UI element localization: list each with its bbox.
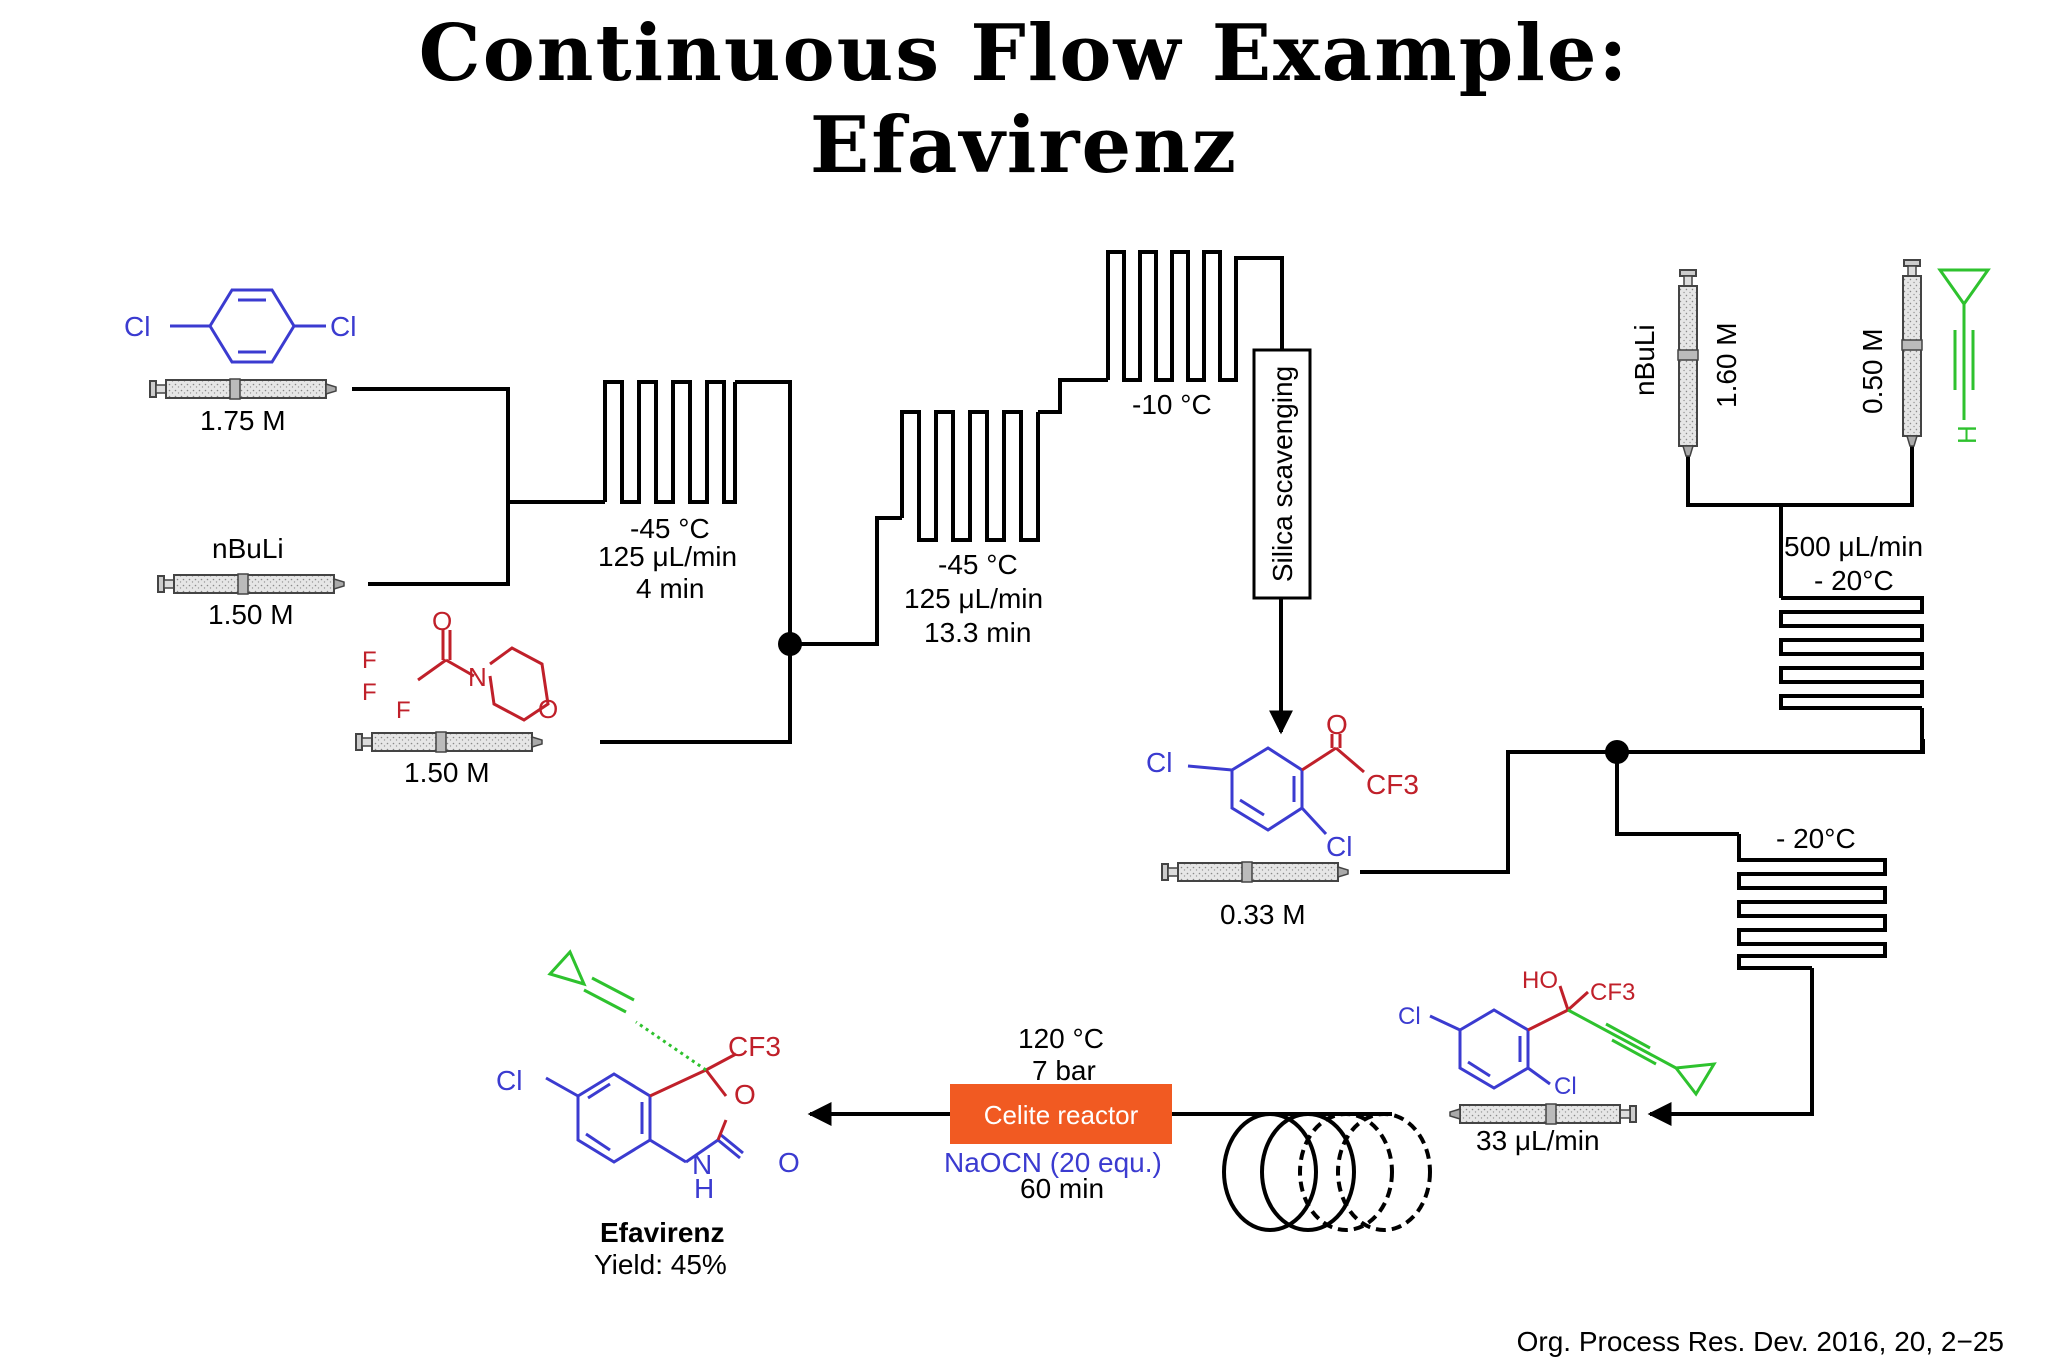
dcb-atom-cl-left: Cl <box>124 311 150 342</box>
reactor-4-temp: - 20°C <box>1814 565 1894 596</box>
line-reactor3-out <box>1240 256 1284 350</box>
reactor-3-temp: -10 °C <box>1132 389 1212 420</box>
title-line-2: Efavirenz <box>809 100 1239 191</box>
efavirenz-atom-n: N <box>692 1149 712 1180</box>
syringe-alcohol <box>1449 1103 1637 1125</box>
conc-morpholine-amide: 1.50 M <box>404 757 490 788</box>
celite-reactor-box <box>950 1084 1172 1144</box>
reactor-2-coil <box>900 410 1040 542</box>
celite-reactor-label: Celite reactor <box>984 1100 1139 1130</box>
syringe-nbuli-1 <box>157 573 345 595</box>
alkyne-atom-h: H <box>1952 425 1982 444</box>
reactor-5-coil <box>1737 834 1887 970</box>
conc-alkyne: 0.50 M <box>1857 328 1888 414</box>
reactor-4-coil <box>1779 596 1924 710</box>
reactor-1-coil <box>603 380 737 504</box>
title-line-1: Continuous Flow Example: <box>418 8 1630 99</box>
reactor-1-rate: 125 μL/min <box>598 541 737 572</box>
celite-reagent: NaOCN (20 equ.) <box>944 1147 1162 1178</box>
amide-atom-o: O <box>432 606 452 636</box>
celite-temp: 120 °C <box>1018 1023 1104 1054</box>
conc-ketone: 0.33 M <box>1220 899 1306 930</box>
line-to-reactor5 <box>1615 752 1739 836</box>
line-reactor4-in <box>1686 445 1914 507</box>
celite-time: 60 min <box>1020 1173 1104 1204</box>
efavirenz-atom-cf3: CF3 <box>728 1031 781 1062</box>
celite-pressure: 7 bar <box>1032 1055 1096 1086</box>
ketone-atom-o: O <box>1326 709 1348 740</box>
line-to-reactor2 <box>790 516 902 646</box>
syringe-ketone <box>1161 861 1349 883</box>
slide-title: Continuous Flow Example: Efavirenz <box>0 8 2048 192</box>
conc-dichlorobenzene: 1.75 M <box>200 405 286 436</box>
line-feed-2 <box>368 502 510 586</box>
reagent-nbuli-1: nBuLi <box>212 533 284 564</box>
reactor-1-temp: -45 °C <box>630 513 710 544</box>
flow-lines <box>352 256 1925 1126</box>
line-reactor1-out <box>735 380 792 644</box>
reactor-1-time: 4 min <box>636 573 704 604</box>
amide-atom-f1: F <box>362 647 377 674</box>
ketone-atom-cl1: Cl <box>1146 747 1172 778</box>
amide-atom-n: N <box>468 662 487 692</box>
mixing-junction-1 <box>778 632 802 656</box>
efavirenz-atom-o2: O <box>778 1147 800 1178</box>
conc-nbuli-2: 1.60 M <box>1711 322 1742 408</box>
reactor-5-temp: - 20°C <box>1776 823 1856 854</box>
syringe-morpholine-amide <box>355 731 543 753</box>
dcb-atom-cl-right: Cl <box>330 311 356 342</box>
amide-atom-o-ring: O <box>538 694 558 724</box>
molecule-ketone <box>1187 734 1365 836</box>
silica-scavenger-label: Silica scavenging <box>1267 366 1298 582</box>
efavirenz-atom-h: H <box>694 1173 714 1204</box>
conc-nbuli-1: 1.50 M <box>208 599 294 630</box>
molecule-efavirenz <box>545 949 744 1164</box>
reactor-2-time: 13.3 min <box>924 617 1031 648</box>
rate-alcohol: 33 μL/min <box>1476 1125 1600 1156</box>
mixing-junction-2 <box>1605 740 1629 764</box>
molecule-alcohol <box>1429 985 1717 1097</box>
citation: Org. Process Res. Dev. 2016, 20, 2−25 <box>1516 1326 2004 1357</box>
alcohol-atom-cl1: Cl <box>1398 1003 1421 1030</box>
efavirenz-atom-o: O <box>734 1079 756 1110</box>
product-yield: Yield: 45% <box>594 1249 727 1280</box>
reactor-2-rate: 125 μL/min <box>904 583 1043 614</box>
alcohol-atom-ho: HO <box>1522 967 1558 994</box>
alcohol-atom-cl2: Cl <box>1554 1073 1577 1100</box>
molecule-cyclopropylacetylene <box>1937 268 1991 420</box>
line-reactor2-out <box>1038 378 1108 414</box>
molecule-dichlorobenzene <box>170 288 326 364</box>
coil-reactor-loops <box>1222 1112 1432 1232</box>
alcohol-atom-cf3: CF3 <box>1590 979 1635 1006</box>
efavirenz-atom-cl: Cl <box>496 1065 522 1096</box>
reactor-4-rate: 500 μL/min <box>1784 531 1923 562</box>
amide-atom-f3: F <box>396 697 411 724</box>
ketone-atom-cl2: Cl <box>1326 831 1352 862</box>
line-feed-3 <box>600 644 792 744</box>
reactor-2-temp: -45 °C <box>938 549 1018 580</box>
product-name: Efavirenz <box>600 1217 725 1248</box>
syringe-nbuli-2 <box>1677 269 1699 457</box>
silica-scavenger-box <box>1252 348 1312 600</box>
amide-atom-f2: F <box>362 679 377 706</box>
reactor-3-coil <box>1106 250 1240 382</box>
syringe-alkyne <box>1901 259 1923 447</box>
line-reactor5-out <box>1647 968 1814 1126</box>
line-feed-1 <box>352 387 510 502</box>
ketone-atom-cf3: CF3 <box>1366 769 1419 800</box>
reagent-nbuli-2: nBuLi <box>1629 324 1660 396</box>
molecule-morpholine-amide <box>417 630 550 722</box>
syringe-dichlorobenzene <box>149 378 337 400</box>
